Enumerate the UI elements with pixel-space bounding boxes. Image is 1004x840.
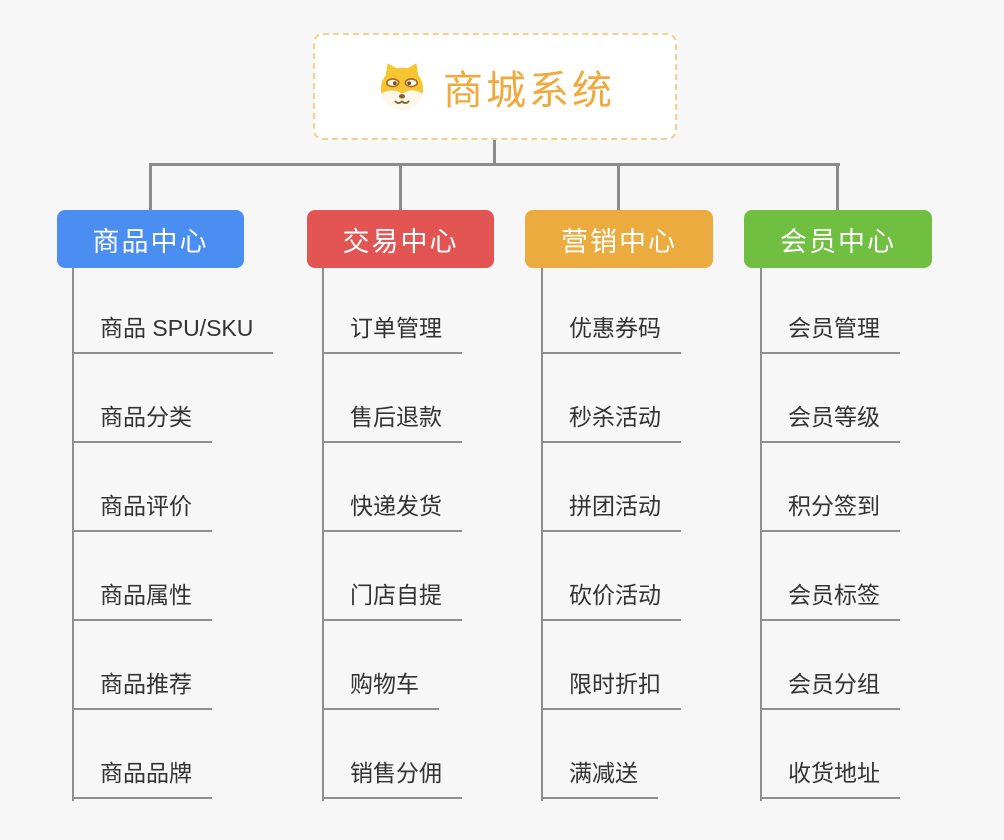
- leaf-node[interactable]: 购物车: [322, 670, 439, 710]
- connector-horizontal: [149, 163, 840, 166]
- connector-drop-trade: [399, 163, 402, 211]
- leaf-node[interactable]: 限时折扣: [541, 670, 681, 710]
- branch-spine-marketing: [541, 268, 543, 801]
- leaf-node[interactable]: 售后退款: [322, 403, 462, 443]
- leaf-node[interactable]: 商品属性: [72, 581, 212, 621]
- branch-member-center[interactable]: 会员中心: [744, 210, 932, 268]
- shiba-dog-icon: [375, 60, 429, 114]
- root-title: 商城系统: [443, 68, 615, 113]
- branch-product-center[interactable]: 商品中心: [57, 210, 244, 268]
- leaf-node[interactable]: 会员分组: [760, 670, 900, 710]
- leaf-node[interactable]: 砍价活动: [541, 581, 681, 621]
- leaf-node[interactable]: 会员标签: [760, 581, 900, 621]
- branch-spine-member: [760, 268, 762, 801]
- connector-drop-product: [149, 163, 152, 211]
- leaf-node[interactable]: 收货地址: [760, 759, 900, 799]
- leaf-node[interactable]: 秒杀活动: [541, 403, 681, 443]
- leaf-node[interactable]: 快递发货: [322, 492, 462, 532]
- leaf-node[interactable]: 商品评价: [72, 492, 212, 532]
- leaf-node[interactable]: 满减送: [541, 759, 658, 799]
- leaf-node[interactable]: 会员管理: [760, 314, 900, 354]
- leaf-node[interactable]: 拼团活动: [541, 492, 681, 532]
- leaf-node[interactable]: 商品推荐: [72, 670, 212, 710]
- leaf-node[interactable]: 门店自提: [322, 581, 462, 621]
- leaf-node[interactable]: 商品分类: [72, 403, 212, 443]
- branch-trade-center[interactable]: 交易中心: [307, 210, 494, 268]
- leaf-node[interactable]: 优惠券码: [541, 314, 681, 354]
- root-node[interactable]: 商城系统: [313, 33, 677, 140]
- branch-spine-product: [72, 268, 74, 801]
- branch-marketing-center[interactable]: 营销中心: [525, 210, 713, 268]
- connector-root-stem: [493, 140, 496, 166]
- leaf-node[interactable]: 积分签到: [760, 492, 900, 532]
- leaf-node[interactable]: 销售分佣: [322, 759, 462, 799]
- leaf-node[interactable]: 商品品牌: [72, 759, 212, 799]
- connector-drop-member: [836, 163, 839, 211]
- connector-drop-marketing: [617, 163, 620, 211]
- branch-spine-trade: [322, 268, 324, 801]
- leaf-node[interactable]: 会员等级: [760, 403, 900, 443]
- leaf-node[interactable]: 商品 SPU/SKU: [72, 314, 274, 354]
- leaf-node[interactable]: 订单管理: [322, 314, 462, 354]
